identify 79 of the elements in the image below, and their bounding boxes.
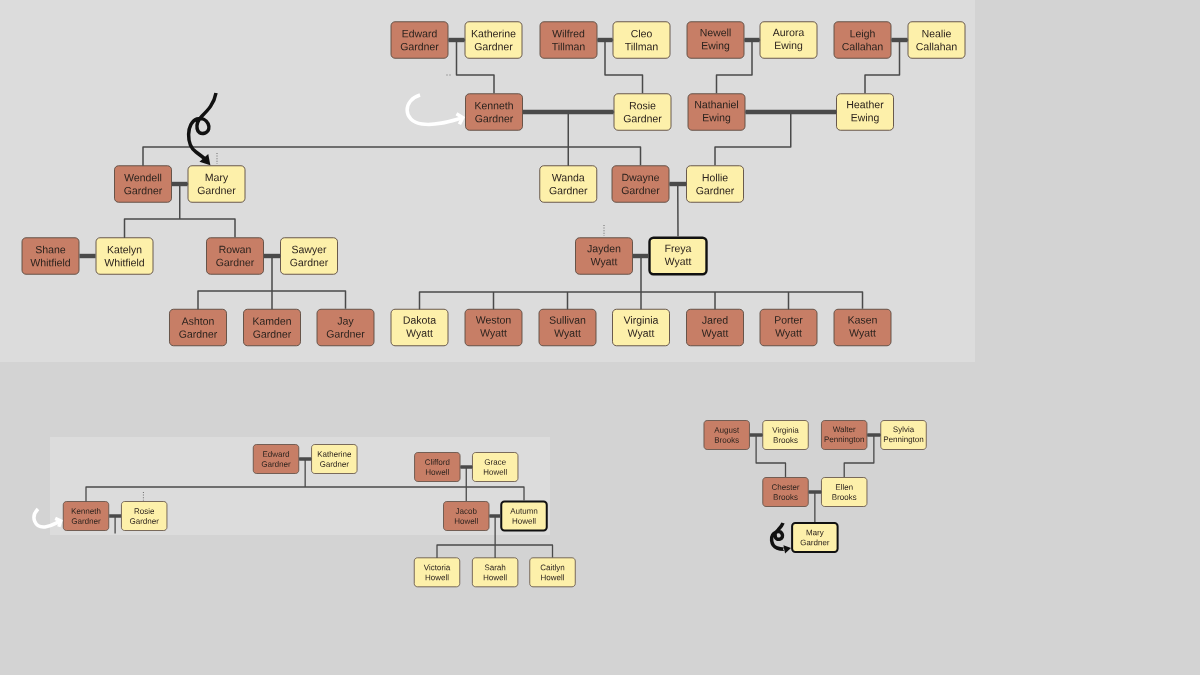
person-box: Jared Wyatt bbox=[686, 308, 744, 347]
person-box: Walter Pennington bbox=[821, 420, 868, 450]
person-box: Jacob Howell bbox=[443, 501, 490, 531]
highlighted-person-box: Freya Wyatt bbox=[648, 236, 708, 276]
descent-line bbox=[418, 255, 864, 310]
person-box: Rosie Gardner bbox=[613, 93, 672, 131]
person-box: Jay Gardner bbox=[316, 308, 375, 347]
couple-line bbox=[522, 109, 614, 115]
person-box: Heather Ewing bbox=[836, 93, 894, 131]
person-box: Hollie Gardner bbox=[686, 165, 744, 203]
person-box: Ellen Brooks bbox=[821, 477, 868, 507]
person-box: Mary Gardner bbox=[187, 165, 246, 203]
couple-line bbox=[460, 465, 473, 469]
couple-line bbox=[745, 109, 837, 115]
couple-line bbox=[597, 37, 613, 43]
person-box: Nathaniel Ewing bbox=[687, 93, 746, 131]
person-box: Edward Gardner bbox=[252, 444, 300, 474]
person-box: Dakota Wyatt bbox=[390, 308, 449, 347]
couple-line bbox=[632, 253, 649, 259]
couple-line bbox=[749, 433, 763, 437]
highlighted-person-box: Mary Gardner bbox=[791, 522, 839, 553]
person-box: Ashton Gardner bbox=[169, 308, 227, 347]
couple-line bbox=[669, 181, 687, 187]
person-box: Sylvia Pennington bbox=[880, 420, 927, 450]
person-box: Katelyn Whitfield bbox=[95, 237, 154, 275]
person-box: Nealie Callahan bbox=[907, 21, 966, 59]
couple-line bbox=[891, 37, 908, 43]
person-box: Grace Howell bbox=[472, 452, 519, 482]
person-box: Porter Wyatt bbox=[759, 308, 818, 347]
person-box: Edward Gardner bbox=[390, 21, 449, 59]
curved-arrow bbox=[405, 93, 466, 127]
person-box: Virginia Wyatt bbox=[612, 308, 670, 347]
person-box: Rosie Gardner bbox=[121, 501, 168, 531]
person-box: Katherine Gardner bbox=[464, 21, 523, 59]
descent-line bbox=[436, 515, 554, 559]
couple-line bbox=[299, 457, 312, 461]
couple-line bbox=[263, 253, 281, 259]
person-box: Katherine Gardner bbox=[311, 444, 358, 474]
person-box: Weston Wyatt bbox=[464, 308, 523, 347]
person-box: Clifford Howell bbox=[414, 452, 461, 482]
person-box: Cleo Tillman bbox=[612, 21, 671, 59]
person-box: Jayden Wyatt bbox=[575, 237, 633, 275]
curved-arrow bbox=[32, 507, 63, 529]
person-box: Caitlyn Howell bbox=[529, 557, 576, 588]
person-box: Wanda Gardner bbox=[539, 165, 598, 203]
couple-line bbox=[808, 490, 822, 494]
person-box: Rowan Gardner bbox=[206, 237, 264, 275]
couple-line bbox=[79, 253, 96, 259]
person-box: Sarah Howell bbox=[471, 557, 519, 588]
person-box: Newell Ewing bbox=[686, 21, 745, 59]
couple-line bbox=[448, 37, 465, 43]
couple-line bbox=[109, 514, 122, 518]
person-box: Shane Whitfield bbox=[21, 237, 80, 275]
person-box: Aurora Ewing bbox=[759, 21, 818, 59]
person-box: Kasen Wyatt bbox=[833, 308, 892, 347]
person-box: Sullivan Wyatt bbox=[538, 308, 597, 347]
descent-line bbox=[123, 183, 236, 239]
person-box: Leigh Callahan bbox=[833, 21, 892, 59]
person-box: Virginia Brooks bbox=[762, 420, 809, 450]
couple-line bbox=[171, 181, 188, 187]
descent-line bbox=[85, 458, 525, 502]
couple-line bbox=[867, 433, 881, 437]
descent-line bbox=[142, 111, 642, 167]
highlighted-person-box: Autumn Howell bbox=[500, 500, 548, 532]
person-box: Kamden Gardner bbox=[243, 308, 301, 347]
person-box: Dwayne Gardner bbox=[611, 165, 670, 203]
person-box: Wilfred Tillman bbox=[539, 21, 598, 59]
descent-line bbox=[714, 111, 837, 167]
descent-line bbox=[843, 434, 881, 478]
couple-line bbox=[489, 514, 501, 518]
descent-line bbox=[197, 255, 347, 310]
person-box: Sawyer Gardner bbox=[280, 237, 338, 275]
couple-line bbox=[744, 37, 760, 43]
person-box: Chester Brooks bbox=[762, 477, 809, 507]
person-box: Kenneth Gardner bbox=[465, 93, 523, 131]
person-box: Kenneth Gardner bbox=[62, 501, 110, 531]
person-box: Wendell Gardner bbox=[114, 165, 172, 203]
person-box: August Brooks bbox=[703, 420, 750, 450]
person-box: Victoria Howell bbox=[413, 557, 461, 588]
